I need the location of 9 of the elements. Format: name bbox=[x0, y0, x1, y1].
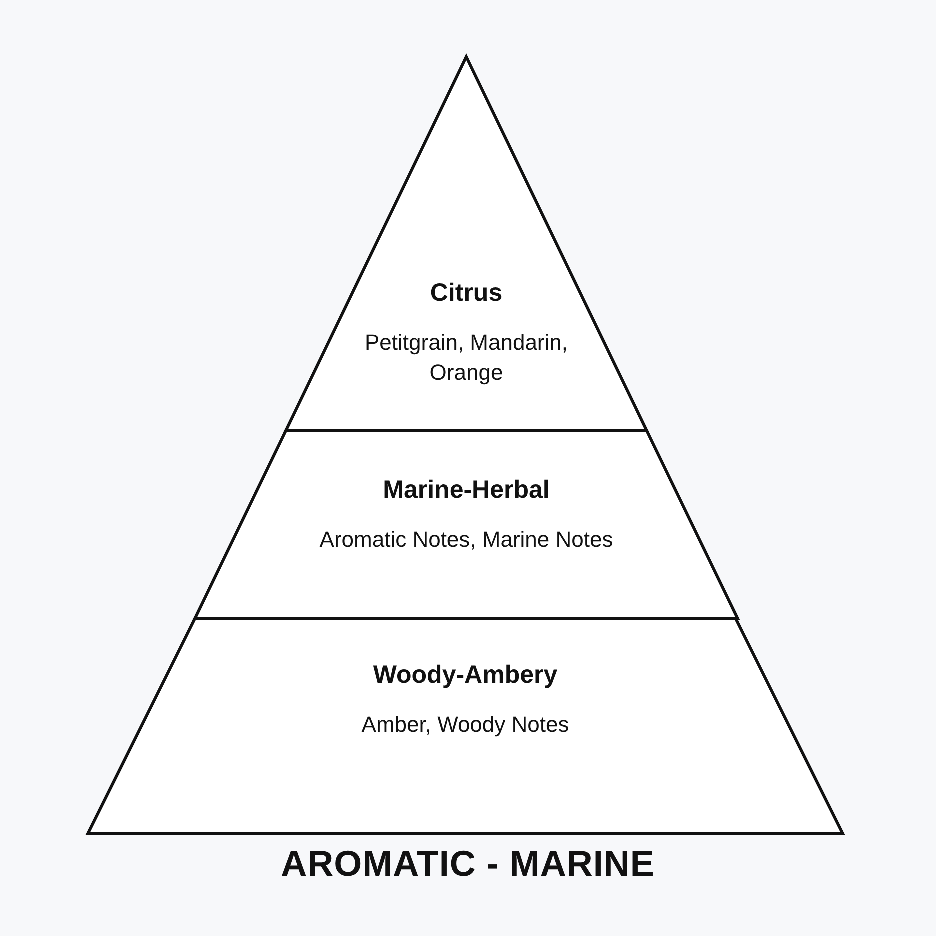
pyramid-tier bbox=[88, 619, 843, 834]
tier-notes: Amber, Woody Notes bbox=[362, 711, 570, 739]
tier-heading: Woody-Ambery bbox=[373, 661, 558, 690]
tier-notes: Aromatic Notes, Marine Notes bbox=[320, 526, 614, 554]
pyramid-title: AROMATIC - MARINE bbox=[281, 843, 655, 885]
tier-notes: Petitgrain, Mandarin, Orange bbox=[364, 329, 569, 387]
tier-heading: Citrus bbox=[430, 279, 503, 308]
tier-heading: Marine-Herbal bbox=[383, 476, 550, 505]
pyramid-tier bbox=[195, 431, 738, 619]
